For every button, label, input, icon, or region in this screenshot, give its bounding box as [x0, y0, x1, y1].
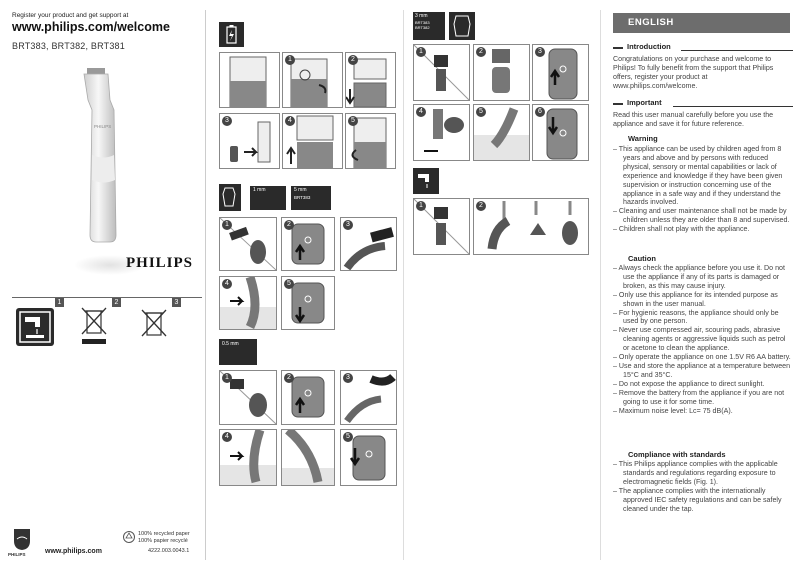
philips-shield-icon [14, 529, 30, 550]
figure-comb-4: 4 [219, 276, 277, 330]
divider [12, 297, 202, 298]
figure-comb3-4: 4 [413, 104, 470, 161]
figure-comb-2: 2 [281, 217, 335, 271]
figure-comb-1: 1 [219, 217, 277, 271]
warning-title: Warning [628, 134, 658, 143]
philips-small-logo: PHILIPS [8, 552, 26, 557]
list-item: Children shall not play with the applian… [613, 225, 793, 234]
figure-clean-2: 2 [473, 198, 589, 255]
tab-3mm: 3 mm BRT383 BRT382 [413, 12, 445, 40]
tap-header [413, 168, 439, 194]
water-tap-symbol [16, 308, 54, 346]
caution-list: Always check the appliance before you us… [613, 264, 793, 415]
battery-bin-icon [141, 309, 167, 337]
list-item: The appliance complies with the internat… [613, 487, 793, 514]
important-text: Read this user manual carefully before y… [613, 111, 774, 128]
figure-comb3-3: 3 [532, 44, 589, 101]
warning-list: This appliance can be used by children a… [613, 145, 793, 234]
weee-bin-icon [81, 307, 107, 344]
figure-battery-5: 5 [345, 113, 396, 169]
figure-battery-4: 4 [282, 113, 343, 169]
figure-trim-2: 2 [281, 370, 335, 425]
figure-comb-5: 5 [281, 276, 335, 330]
figure-trim-1: 1 [219, 370, 277, 425]
list-item: Only use this appliance for its intended… [613, 291, 793, 309]
tab-5mm: 5 mm BRT383 [291, 186, 331, 210]
tab-0-5mm: 0.5 mm [219, 339, 257, 365]
figure-comb3-1: 1 [413, 44, 470, 101]
symbol-number: 2 [112, 298, 121, 307]
language-title: ENGLISH [628, 17, 674, 28]
caution-title: Caution [628, 254, 656, 263]
bottom-url: www.philips.com [45, 548, 102, 555]
device-brand: PHILIPS [94, 124, 112, 129]
figure-battery-1: 1 [282, 52, 343, 108]
comb-header-icon [219, 184, 241, 211]
tab-1mm: 1 mm [250, 186, 286, 210]
compliance-list: This Philips appliance complies with the… [613, 460, 793, 513]
figure-battery-2: 2 [345, 52, 396, 108]
symbol-number: 1 [55, 298, 64, 307]
recycle-icon [123, 531, 135, 543]
brand-logo: PHILIPS [126, 255, 194, 271]
figure-battery-0 [219, 52, 280, 108]
register-url: www.philips.com/welcome [12, 20, 170, 34]
language-header-bar [613, 13, 790, 33]
figure-comb-3: 3 [340, 217, 397, 271]
list-item: Cleaning and user maintenance shall not … [613, 207, 793, 225]
battery-icon [226, 25, 237, 44]
battery-header [219, 22, 244, 47]
list-item: This appliance can be used by children a… [613, 145, 793, 207]
list-item: Maximum noise level: Lc= 75 dB(A). [613, 407, 793, 416]
column-divider [600, 10, 601, 560]
column-divider [205, 10, 206, 560]
list-item: Use and store the appliance at a tempera… [613, 362, 793, 380]
figure-trim-5: 5 [340, 429, 397, 486]
comb-header-icon [449, 12, 475, 40]
figure-trim-4b [281, 429, 335, 486]
document-number: 4222.003.0043.1 [148, 548, 190, 554]
figure-battery-3: 3 [219, 113, 280, 169]
recycled-paper-note: 100% recycled paper 100% papier recyclé [138, 531, 190, 544]
symbol-number: 3 [172, 298, 181, 307]
figure-trim-3: 3 [340, 370, 397, 425]
intro-text: Congratulations on your purchase and wel… [613, 55, 774, 90]
tap-icon [418, 174, 429, 188]
list-item: Do not expose the appliance to direct su… [613, 380, 793, 389]
list-item: Never use compressed air, scouring pads,… [613, 326, 793, 353]
figure-comb3-2: 2 [473, 44, 530, 101]
figure-comb3-5: 5 [473, 104, 530, 161]
figure-trim-4: 4 [219, 429, 277, 486]
column-divider [403, 10, 404, 560]
list-item: Only operate the appliance on one 1.5V R… [613, 353, 793, 362]
list-item: This Philips appliance complies with the… [613, 460, 793, 487]
section-introduction: Introduction [613, 42, 793, 52]
trimmer-illustration [74, 68, 146, 275]
figure-clean-1: 1 [413, 198, 470, 255]
register-text: Register your product and get support at [12, 12, 129, 19]
model-numbers: BRT383, BRT382, BRT381 [12, 41, 125, 51]
list-item: Remove the battery from the appliance if… [613, 389, 793, 407]
list-item: Always check the appliance before you us… [613, 264, 793, 291]
section-important: Important [613, 98, 793, 108]
figure-comb3-6: 6 [532, 104, 589, 161]
list-item: For hygienic reasons, the appliance shou… [613, 309, 793, 327]
compliance-title: Compliance with standards [628, 450, 726, 459]
